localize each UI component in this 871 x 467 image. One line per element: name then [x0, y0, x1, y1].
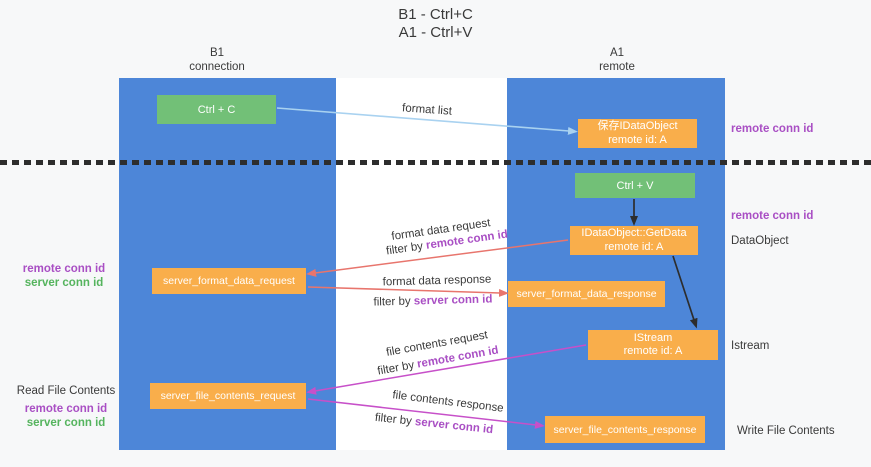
save-idataobject-line1: 保存IDataObject — [597, 120, 678, 132]
istream-line1: IStream — [633, 331, 673, 344]
left-format-conn-ids: remote conn id server conn id — [14, 262, 114, 290]
ctrl-c-label: Ctrl + C — [197, 103, 236, 116]
getdata-line1: IDataObject::GetData — [581, 227, 687, 239]
getdata-line2: remote id: A — [604, 240, 664, 253]
dashed-separator — [0, 160, 871, 165]
lane-a1-role: remote — [599, 61, 635, 73]
server-file-contents-request-label: server_file_contents_request — [160, 390, 296, 402]
server-format-data-request-label: server_format_data_request — [163, 275, 295, 287]
right-remote-conn-id-1: remote conn id — [731, 123, 814, 135]
istream-box: IStream remote id: A — [588, 330, 718, 360]
dataobject-label: DataObject — [731, 235, 789, 247]
server-conn-id-key: server conn id — [413, 293, 493, 308]
save-idataobject-box: 保存IDataObject remote id: A — [578, 119, 697, 148]
lane-b1-role: connection — [189, 61, 245, 73]
filter-by-text: filter by — [373, 295, 414, 309]
server-file-contents-response-box: server_file_contents_response — [545, 416, 705, 443]
lane-header-a1: A1 remote — [557, 46, 677, 74]
lane-header-b1: B1 connection — [157, 46, 277, 74]
ctrl-v-box: Ctrl + V — [575, 173, 695, 198]
server-format-data-response-label: server_format_data_response — [516, 288, 657, 300]
diagram-title: B1 - Ctrl+C A1 - Ctrl+V — [0, 6, 871, 42]
server-conn-id-label: server conn id — [26, 417, 106, 429]
write-file-contents-label: Write File Contents — [737, 425, 835, 437]
ctrl-c-box: Ctrl + C — [157, 95, 276, 124]
remote-conn-id-label: remote conn id — [24, 403, 108, 415]
server-file-contents-request-box: server_file_contents_request — [150, 383, 306, 409]
server-format-data-response-box: server_format_data_response — [508, 281, 665, 307]
remote-conn-id-label: remote conn id — [22, 263, 106, 275]
server-conn-id-label: server conn id — [24, 277, 104, 289]
lane-b1-name: B1 — [209, 47, 225, 59]
right-remote-conn-id-2: remote conn id — [731, 210, 814, 222]
istream-label: Istream — [731, 340, 770, 352]
server-file-contents-response-label: server_file_contents_response — [553, 423, 697, 436]
idataobject-getdata-box: IDataObject::GetData remote id: A — [570, 226, 698, 255]
lane-a1-name: A1 — [609, 47, 625, 59]
title-line-1: B1 - Ctrl+C — [398, 6, 473, 23]
istream-line2: remote id: A — [623, 345, 683, 357]
server-format-data-request-box: server_format_data_request — [152, 268, 306, 294]
read-file-contents-label: Read File Contents — [16, 385, 116, 397]
save-idataobject-line2: remote id: A — [608, 133, 667, 146]
title-line-2: A1 - Ctrl+V — [398, 24, 473, 41]
ctrl-v-label: Ctrl + V — [616, 179, 654, 192]
left-file-conn-ids: Read File Contents remote conn id server… — [10, 384, 122, 430]
